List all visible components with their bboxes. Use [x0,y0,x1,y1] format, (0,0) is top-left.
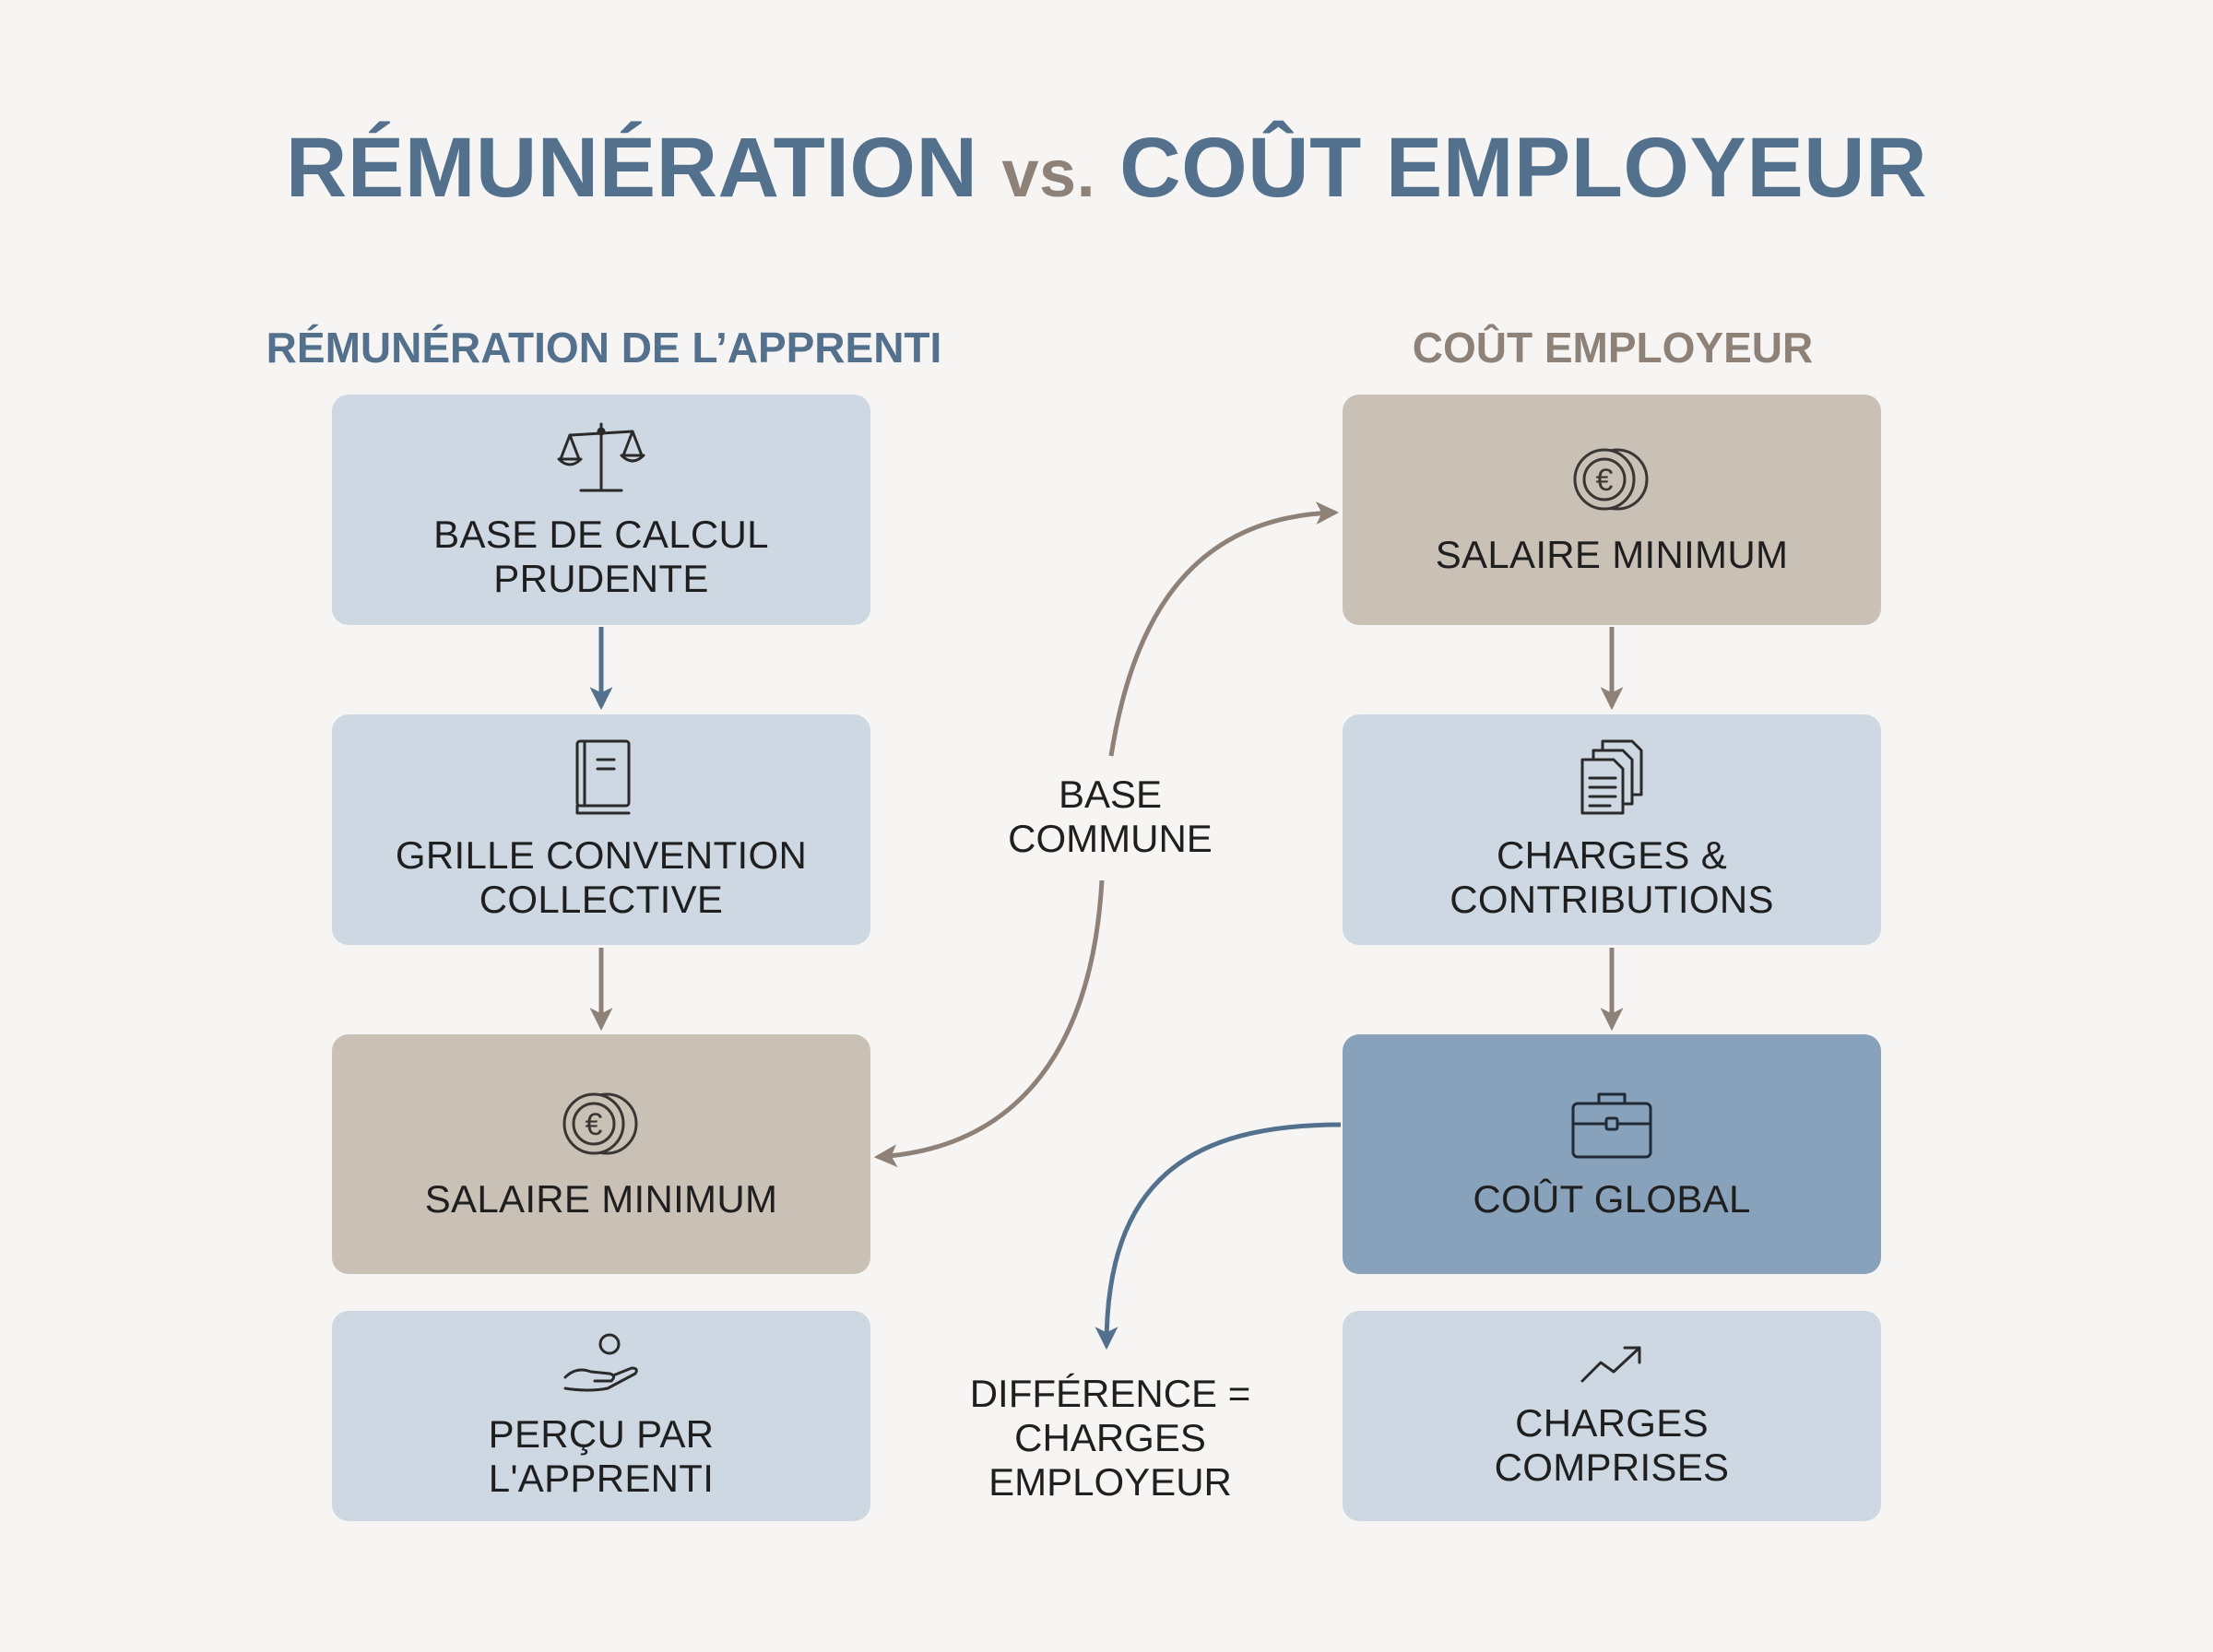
documents-icon [1580,739,1643,815]
svg-text:€: € [586,1107,603,1142]
curve-base-commune-to-left [873,879,1105,1168]
box-percu-apprenti: PERÇU PAR L'APPRENTI [332,1311,870,1521]
hand-coin-icon [563,1333,638,1392]
box-charges-comprises: CHARGES COMPRISES [1343,1311,1881,1521]
box-label-salaire-minimum-left: SALAIRE MINIMUM [424,1177,778,1221]
page-title: RÉMUNÉRATION vs. COÛT EMPLOYEUR [0,120,2213,217]
box-label-charges-contributions: CHARGES & CONTRIBUTIONS [1450,833,1774,921]
title-vs: vs. [1001,137,1096,211]
box-salaire-minimum-left: € SALAIRE MINIMUM [332,1034,870,1274]
box-label-base-de-calcul: BASE DE CALCUL PRUDENTE [433,513,769,600]
box-label-grille-convention: GRILLE CONVENTION COLLECTIVE [395,833,808,921]
box-grille-convention: GRILLE CONVENTION COLLECTIVE [332,714,870,945]
box-label-cout-global: COÛT GLOBAL [1473,1177,1751,1221]
curve-base-commune-to-right [1108,502,1340,757]
title-part-remuneration: RÉMUNÉRATION [285,121,978,215]
euro-coins-icon: € [562,1092,638,1155]
euro-coins-icon: € [1573,448,1649,511]
left-column-heading: RÉMUNÉRATION DE L’APPRENTI [266,324,942,372]
right-column-heading: COÛT EMPLOYEUR [1412,324,1814,372]
box-charges-contributions: CHARGES & CONTRIBUTIONS [1343,714,1881,945]
title-part-cout: COÛT EMPLOYEUR [1119,121,1928,215]
trend-up-icon [1580,1346,1641,1383]
svg-text:€: € [1596,463,1614,498]
label-base-commune: BASE COMMUNE [977,767,1243,867]
scales-icon [557,422,645,492]
box-label-charges-comprises: CHARGES COMPRISES [1494,1401,1730,1489]
box-label-salaire-minimum-right: SALAIRE MINIMUM [1435,533,1789,576]
curve-cout-global-to-difference [1095,1122,1342,1351]
label-difference-charges: DIFFÉRENCE = CHARGES EMPLOYEUR [885,1366,1335,1510]
book-icon [575,739,631,815]
briefcase-icon [1571,1092,1652,1159]
box-salaire-minimum-right: € SALAIRE MINIMUM [1343,395,1881,625]
box-cout-global: COÛT GLOBAL [1343,1034,1881,1274]
box-base-de-calcul: BASE DE CALCUL PRUDENTE [332,395,870,625]
box-label-percu-apprenti: PERÇU PAR L'APPRENTI [488,1412,715,1500]
